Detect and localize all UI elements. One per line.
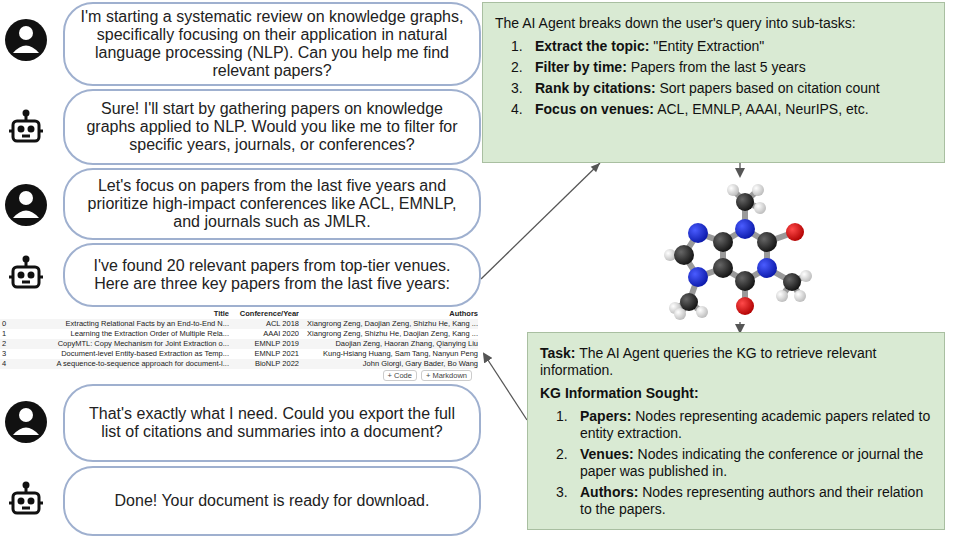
box-text: KG Information Sought:: [540, 385, 699, 402]
text-block: Task: The AI Agent queries the KG to ret…: [540, 345, 932, 518]
row-index: 3: [0, 349, 14, 359]
text-block: The AI Agent breaks down the user's quer…: [495, 15, 932, 118]
list-row: 1.Papers: Nodes representing academic pa…: [540, 408, 932, 442]
list-number: 1.: [540, 408, 580, 442]
message-text: Let's focus on papers from the last five…: [79, 177, 465, 231]
list-row: KG Information Sought:: [540, 385, 932, 402]
notebook-buttons: + Code + Markdown: [0, 370, 478, 381]
text-block: Done! Your document is ready for downloa…: [79, 492, 465, 510]
table-cell: EMNLP 2019: [229, 339, 299, 349]
agent-message-bubble: I've found 20 relevant papers from top-t…: [63, 243, 481, 307]
text-block: I've found 20 relevant papers from top-t…: [79, 257, 465, 293]
table-header: Authors: [299, 309, 478, 319]
table-header: Title: [14, 309, 229, 319]
list-row: 3.Authors: Nodes representing authors an…: [540, 484, 932, 518]
list-number: 1.: [495, 38, 535, 55]
list-row: The AI Agent breaks down the user's quer…: [495, 15, 932, 32]
table-cell: Learning the Extraction Order of Multipl…: [14, 329, 229, 339]
list-number: 2.: [540, 446, 580, 480]
table-cell: ACL 2018: [229, 319, 299, 329]
list-item: Papers: Nodes representing academic pape…: [580, 408, 932, 442]
table-header: Conference/Year: [229, 309, 299, 319]
list-row: 2.Filter by time: Papers from the last 5…: [495, 59, 932, 76]
agent-message-bubble: Done! Your document is ready for downloa…: [63, 466, 481, 536]
list-item: Filter by time: Papers from the last 5 y…: [535, 59, 932, 76]
agent-message-bubble: Sure! I'll start by gathering papers on …: [63, 89, 481, 165]
molecule-picture: [664, 176, 815, 322]
table-cell: EMNLP 2021: [229, 349, 299, 359]
text-block: Sure! I'll start by gathering papers on …: [79, 100, 465, 154]
list-item: Extract the topic: "Entity Extraction": [535, 38, 932, 55]
message-text: That's exactly what I need. Could you ex…: [79, 405, 465, 441]
table-cell: Xiangrong Zeng, Shizhu He, Daojian Zeng,…: [299, 329, 478, 339]
user-message-bubble: That's exactly what I need. Could you ex…: [63, 384, 481, 462]
message-text: I've found 20 relevant papers from top-t…: [79, 257, 465, 293]
table-cell: Extracting Relational Facts by an End-to…: [14, 319, 229, 329]
table-cell: Document-level Entity-based Extraction a…: [14, 349, 229, 359]
box-text: The AI Agent breaks down the user's quer…: [495, 15, 856, 32]
connector-arrow: [481, 163, 600, 279]
message-text: Done! Your document is ready for downloa…: [79, 492, 465, 510]
table-header-row: TitleConference/YearAuthors: [0, 309, 478, 319]
user-avatar: [5, 19, 47, 443]
code-button: + Code: [383, 370, 417, 381]
text-block: I'm starting a systematic review on know…: [79, 8, 465, 80]
table-corner: [0, 309, 14, 319]
table-row: 2CopyMTL: Copy Mechanism for Joint Extra…: [0, 339, 478, 349]
table-cell: AAAI 2020: [229, 329, 299, 339]
list-row: Task: The AI Agent queries the KG to ret…: [540, 345, 932, 379]
list-number: 2.: [495, 59, 535, 76]
list-number: 3.: [495, 80, 535, 97]
box-text: Task: The AI Agent queries the KG to ret…: [540, 345, 932, 379]
list-row: 1.Extract the topic: "Entity Extraction": [495, 38, 932, 55]
list-item: Focus on venues: ACL, EMNLP, AAAI, NeurI…: [535, 101, 932, 118]
list-item: Venues: Nodes indicating the conference …: [580, 446, 932, 480]
list-row: 4.Focus on venues: ACL, EMNLP, AAAI, Neu…: [495, 101, 932, 118]
robot-avatar: [9, 111, 43, 513]
table-cell: Daojian Zeng, Haoran Zhang, Qianying Liu: [299, 339, 478, 349]
markdown-button: + Markdown: [421, 370, 472, 381]
table-row: 1Learning the Extraction Order of Multip…: [0, 329, 478, 339]
list-number: 4.: [495, 101, 535, 118]
query-task-box: Task: The AI Agent queries the KG to ret…: [527, 332, 945, 530]
table-row: 3Document-level Entity-based Extraction …: [0, 349, 478, 359]
subtask-box: The AI Agent breaks down the user's quer…: [482, 2, 945, 163]
list-item: Rank by citations: Sort papers based on …: [535, 80, 932, 97]
table-cell: Xiangrong Zeng, Daojian Zeng, Shizhu He,…: [299, 319, 478, 329]
table-cell: Kung-Hsiang Huang, Sam Tang, Nanyun Peng: [299, 349, 478, 359]
row-index: 0: [0, 319, 14, 329]
table-row: 4A sequence-to-sequence approach for doc…: [0, 359, 478, 369]
list-item: Authors: Nodes representing authors and …: [580, 484, 932, 518]
text-block: That's exactly what I need. Could you ex…: [79, 405, 465, 441]
table-cell: BioNLP 2022: [229, 359, 299, 369]
user-message-bubble: Let's focus on papers from the last five…: [63, 168, 481, 240]
row-index: 4: [0, 359, 14, 369]
table-row: 0Extracting Relational Facts by an End-t…: [0, 319, 478, 329]
user-message-bubble: I'm starting a systematic review on know…: [63, 2, 481, 86]
list-row: 2.Venues: Nodes indicating the conferenc…: [540, 446, 932, 480]
message-text: I'm starting a systematic review on know…: [79, 8, 465, 80]
row-index: 1: [0, 329, 14, 339]
list-number: 3.: [540, 484, 580, 518]
paper-table: TitleConference/YearAuthors0Extracting R…: [0, 309, 478, 381]
table-cell: CopyMTL: Copy Mechanism for Joint Extrac…: [14, 339, 229, 349]
table-cell: A sequence-to-sequence approach for docu…: [14, 359, 229, 369]
text-block: Let's focus on papers from the last five…: [79, 177, 465, 231]
list-row: 3.Rank by citations: Sort papers based o…: [495, 80, 932, 97]
table-cell: John Giorgi, Gary Bader, Bo Wang: [299, 359, 478, 369]
row-index: 2: [0, 339, 14, 349]
message-text: Sure! I'll start by gathering papers on …: [79, 100, 465, 154]
